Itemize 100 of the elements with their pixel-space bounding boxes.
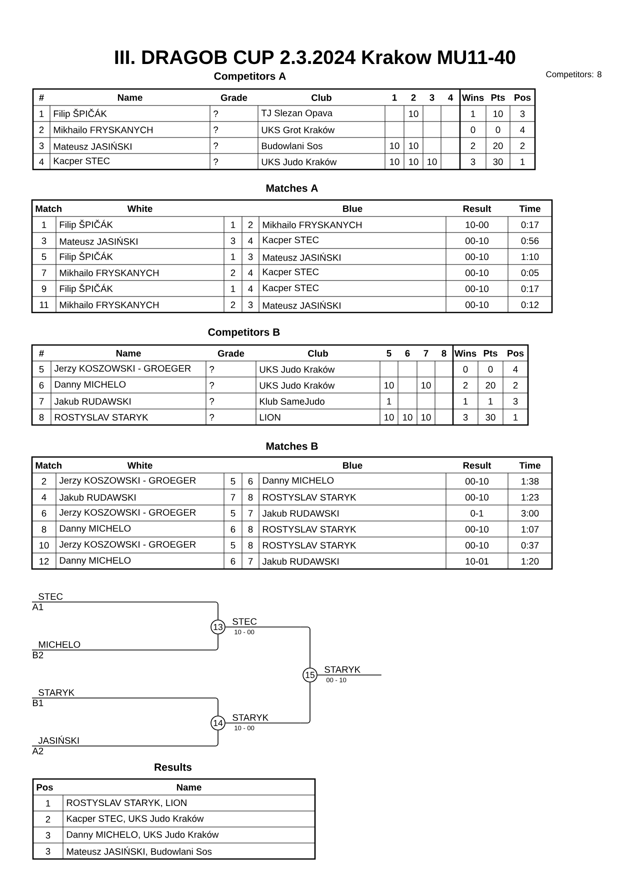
slot-code: A2 [32,748,44,754]
column-header: Result [463,462,492,469]
bracket-line [317,674,382,676]
table-cell: ? [214,158,218,166]
table-cell: 8 [248,542,253,549]
table-cell: 10 [403,414,412,421]
column-header: Match [36,462,62,469]
table-cell: 12 [40,558,49,565]
table-cell: 10 [494,110,503,118]
column-header: Result [463,205,492,212]
table-cell: 10 [428,158,437,166]
table-cell: 3 [520,110,525,118]
column-header: Grade [218,350,244,357]
table-cell: 2 [513,382,518,389]
table-cell: 6 [39,382,44,389]
column-header: White [127,462,152,469]
table-cell: 3 [470,158,476,166]
table-cell: LION [260,414,280,421]
table-cell: 2 [42,478,46,485]
section-heading: Competitors B [208,328,280,338]
table-cell: Jerzy KOSZOWSKI - GROEGER [54,365,191,374]
table-cell: ? [210,366,214,373]
bracket-line [225,722,301,724]
table-cell: 8 [42,526,46,533]
table-cell: Kacper STEC [54,158,110,166]
table-cell: 00-10 [465,478,489,485]
table-cell: 1 [40,110,44,117]
table-cell: 00-10 [465,286,489,292]
table-cell: ? [214,126,218,134]
table-cell: 10 [422,382,431,389]
table-cell: 4 [248,238,253,244]
column-header: Pos [508,350,524,357]
table-cell: UKS Judo Kraków [260,382,335,389]
table-cell: 7 [230,494,236,500]
table-cell: 4 [248,286,253,292]
table-cell: 7 [248,558,253,564]
table-cell: 10 [390,142,400,150]
table-cell: 4 [248,270,253,276]
table-cell: Kacper STEC [262,284,319,294]
table-cell: Jakub RUDAWSKI [262,558,339,565]
bracket-line [225,626,301,628]
table-cell: 2 [230,302,236,308]
table-cell: 0:17 [521,286,539,292]
slot-code: B1 [32,700,44,706]
bracket-line [32,698,218,716]
table-cell: 1 [464,398,468,404]
table-cell: 2 [230,270,236,276]
table-cell: 7 [39,398,44,404]
table-cell: 3 [39,142,44,150]
table-cell: ROSTYSLAV STARYK, LION [66,799,186,808]
table-cell: Jakub RUDAWSKI [59,494,136,501]
table-cell: Kacper STEC [262,268,319,278]
table-cell: Danny MICHELO [60,525,131,534]
column-header: Grade [220,94,248,101]
table-cell: Mateusz JASIŃSKI, Budowlani Sos [66,846,212,856]
table-cell: Kacper STEC, UKS Judo Kraków [66,814,204,824]
table-cell: 4 [520,126,525,133]
table-cell: 8 [248,494,253,501]
column-header: Time [519,462,540,469]
bracket-line [300,626,310,668]
table-cell: 1:07 [522,526,539,533]
bracket-line [300,682,310,724]
table-cell: 1 [387,398,392,404]
table-cell: ROSTYSLAV STARYK [54,414,148,421]
table-cell: 1 [471,110,476,117]
column-header: # [39,94,44,101]
table-cell: Jakub RUDAWSKI [54,398,130,405]
table-cell: 10 [422,414,431,421]
column-header: Pts [484,350,498,357]
column-header: Pts [491,94,505,101]
table-cell: 00-10 [465,542,489,549]
column-header: 3 [430,94,434,101]
table-cell: ? [210,398,214,405]
table-cell: 8 [39,414,44,421]
table-cell: Jerzy KOSZOWSKI - GROEGER [59,541,196,550]
table-cell: 11 [40,302,48,308]
column-header: Name [176,784,202,791]
column-header: Wins [454,350,476,357]
table-cell: ? [214,110,218,118]
slot-code: A1 [32,604,44,610]
table-cell: 1 [520,158,525,165]
table-cell: 5 [230,542,236,549]
table-cell: 00-10 [465,526,489,533]
winner-name: STEC [232,618,257,625]
table-cell: Mateusz JASIŃSKI [60,236,138,245]
table-cell: Danny MICHELO [60,557,131,566]
table-cell: 10 [384,382,394,389]
table-cell: 0:37 [521,542,539,549]
table-cell: Danny MICHELO [54,381,126,390]
table-cell: 1:10 [522,254,539,260]
table-cell: 2 [248,222,253,228]
table-cell: 00-10 [465,302,489,308]
winner-name: STARYK [232,714,268,721]
column-header: Pos [36,784,53,791]
table-cell: ROSTYSLAV STARYK [262,526,356,533]
table-cell: 6 [230,526,236,533]
table-cell: Danny MICHELO, UKS Judo Kraków [66,830,219,840]
table-cell: 1:23 [522,494,539,501]
table-cell: Danny MICHELO [262,477,334,486]
column-header: Pos [514,94,531,101]
